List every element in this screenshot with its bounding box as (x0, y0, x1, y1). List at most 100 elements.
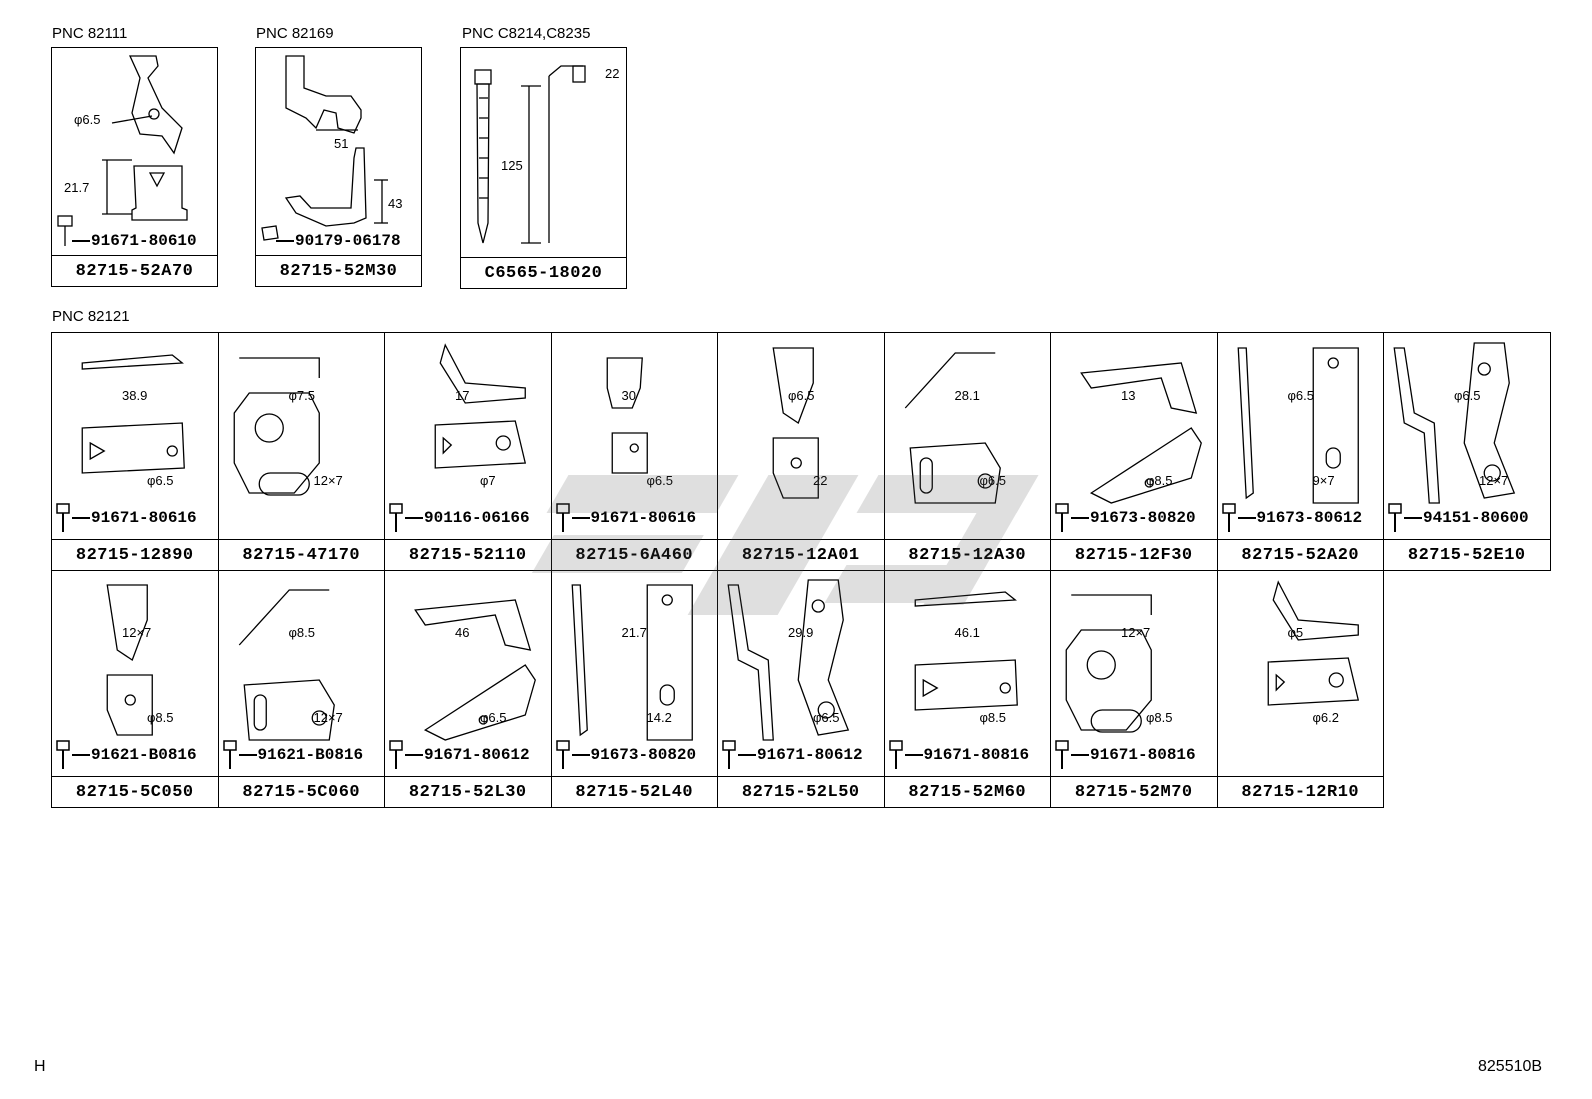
dim-label: 9×7 (1312, 473, 1335, 488)
dim-label: φ8.5 (147, 710, 174, 725)
part-number: 82715-47170 (218, 539, 384, 570)
bolt-number: 91671-80616 (91, 509, 197, 527)
bolt-callout[interactable]: 91671-80816 (888, 736, 1029, 774)
bolt-icon (56, 503, 70, 532)
bolt-callout[interactable]: 91621-B0816 (56, 736, 197, 774)
part-box-82111[interactable]: φ6.5 21.7 91671-80610 82715-52A70 (51, 47, 218, 287)
part-box-c8214[interactable]: 22 125 C6565-18020 (460, 47, 627, 289)
part-number: 82715-12F30 (1051, 539, 1217, 570)
bolt-icon (1055, 503, 1069, 532)
part-drawing (461, 48, 626, 255)
dim-label: φ8.5 (1146, 473, 1173, 488)
bolt-number: 91671-80610 (91, 232, 197, 250)
leader-line (571, 517, 590, 519)
bolt-number: 91621-B0816 (257, 746, 364, 764)
footer-left-code: H (34, 1058, 46, 1075)
dim-label: 51 (334, 136, 349, 151)
leader-line (571, 754, 590, 756)
part-drawing (718, 333, 884, 540)
dim-label: φ6.5 (480, 710, 507, 725)
bolt-icon (555, 740, 570, 769)
dim-label: 13 (1121, 388, 1136, 403)
dim-label: φ7 (480, 473, 496, 488)
dim-label: 125 (501, 158, 523, 173)
dim-label: 12×7 (1479, 473, 1509, 488)
part-drawing (1218, 333, 1384, 540)
bolt-callout[interactable]: 91671-80612 (389, 736, 530, 774)
bolt-callout[interactable]: 90179-06178 (260, 222, 401, 260)
part-number: 82715-12890 (52, 539, 218, 570)
part-number: 82715-12A01 (718, 539, 884, 570)
part-number: 82715-52L30 (385, 776, 551, 807)
dim-label: φ6.5 (788, 388, 815, 403)
footer-figure-number: 825510B (1478, 1058, 1543, 1075)
leader-line (1071, 517, 1089, 519)
bolt-number: 91671-80612 (757, 746, 863, 764)
bolt-callout[interactable]: 90116-06166 (389, 499, 530, 537)
bolt-icon (389, 503, 403, 532)
part-drawing (885, 570, 1051, 777)
dim-label: φ6.5 (1287, 388, 1315, 403)
dim-label: φ8.5 (979, 710, 1007, 725)
bolt-callout[interactable]: 91673-80612 (1221, 499, 1362, 537)
bolt-icon (555, 503, 570, 532)
bolt-number: 91621-B0816 (91, 746, 197, 764)
bolt-number: 91671-80612 (424, 746, 530, 764)
bolt-callout[interactable]: 91621-B0816 (222, 736, 364, 774)
part-number: 82715-52L40 (551, 776, 717, 807)
leader-line (1404, 517, 1422, 519)
dim-label: 22 (605, 66, 620, 81)
bolt-callout[interactable]: 94151-80600 (1388, 499, 1529, 537)
part-number: 82715-52M60 (884, 776, 1050, 807)
bolt-callout[interactable]: 91671-80616 (555, 499, 696, 537)
bolt-icon (1055, 740, 1069, 769)
part-number: 82715-5C060 (218, 776, 384, 807)
dim-label: φ6.5 (646, 473, 674, 488)
part-drawing (52, 48, 217, 255)
bolt-callout[interactable]: 91671-80612 (722, 736, 863, 774)
part-drawing (385, 333, 551, 540)
bolt-callout[interactable]: 91673-80820 (555, 736, 697, 774)
bolt-callout[interactable]: 91671-80816 (1055, 736, 1196, 774)
dim-label: 46 (455, 625, 470, 640)
pnc-label-82169: PNC 82169 (256, 25, 334, 42)
part-drawing (256, 48, 421, 255)
part-drawing (718, 570, 884, 777)
bolt-icon (888, 740, 903, 769)
leader-line (738, 754, 756, 756)
bolt-number: 90116-06166 (424, 509, 530, 527)
part-number: 82715-52A20 (1217, 539, 1383, 570)
bolt-callout[interactable]: 91671-80616 (56, 499, 197, 537)
dim-label: φ5 (1287, 625, 1304, 640)
pnc-label-82121: PNC 82121 (52, 308, 130, 325)
part-cell[interactable]: 46 φ6.5 91671-80612 82715-52L30 (385, 570, 552, 808)
bolt-icon (1388, 503, 1402, 532)
bolt-number: 91673-80820 (590, 746, 697, 764)
part-drawing (52, 333, 218, 540)
bolt-callout[interactable]: 91671-80610 (56, 222, 197, 260)
leader-line (72, 517, 90, 519)
part-number: 82715-52L50 (718, 776, 884, 807)
part-drawing (52, 570, 218, 777)
bolt-callout[interactable]: 91673-80820 (1055, 499, 1196, 537)
part-box-82169[interactable]: 51 43 90179-06178 82715-52M30 (255, 47, 422, 287)
bolt-icon (56, 740, 70, 769)
bolt-icon (389, 740, 403, 769)
